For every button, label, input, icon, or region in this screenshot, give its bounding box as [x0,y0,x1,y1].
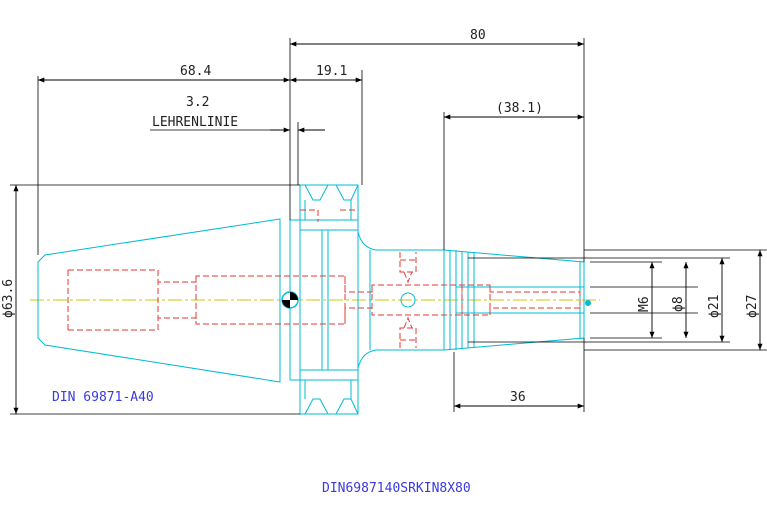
dimension-lines [13,41,763,414]
label-thread: M6 [637,296,652,312]
label-extension-length: (38.1) [496,101,543,116]
neck [357,231,445,369]
part-number-label: DIN6987140SRKIN8X80 [322,481,471,496]
extension-lines [10,38,767,415]
label-collet: ϕ21 [707,295,722,318]
label-clamp-depth: 36 [510,390,526,405]
standard-label: DIN 69871-A40 [52,390,154,405]
holder-outline [37,184,585,415]
label-taper-diameter: ϕ63.6 [1,279,16,318]
label-gauge-line: LEHRENLINIE [152,115,238,130]
label-overall-length: 80 [470,28,486,43]
label-gauge-offset: 3.2 [186,95,209,110]
hidden-lines [67,209,581,348]
label-flange-width: 19.1 [316,64,347,79]
label-nose: ϕ27 [745,295,760,318]
label-bore: ϕ8 [671,296,686,312]
label-taper-length: 68.4 [180,64,211,79]
nose [443,249,585,351]
